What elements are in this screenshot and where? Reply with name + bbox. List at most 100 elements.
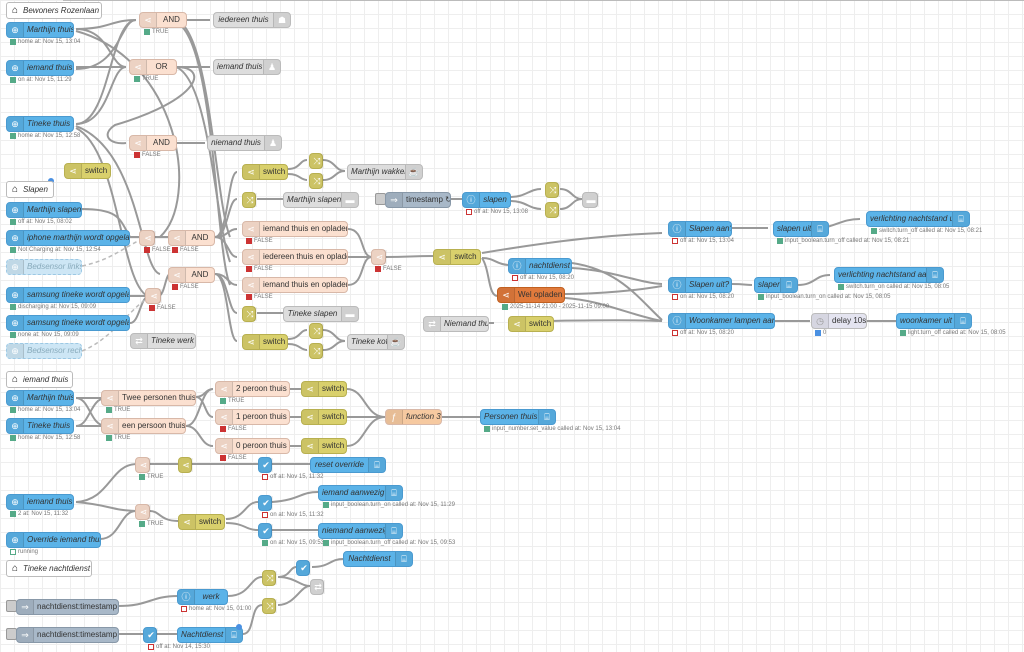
node-iemand-thuis[interactable]: ⊕ iemand thuis [6,60,74,76]
node-change[interactable]: ⤨ [309,323,324,339]
node-reset-override[interactable]: reset override ⌸ [310,457,386,473]
node-twee-personen[interactable]: ⋖ Twee personen thuis [101,390,196,406]
node-nachtdienst-timestamp[interactable]: ⇒ nachtdienst:timestamp ↻ [16,627,119,643]
node-marthijn-slapen-out[interactable]: Marthijn slapen ▬ [283,192,359,208]
node-switch[interactable]: ⋖ switch [301,409,347,425]
comment-slapen[interactable]: ⌂ Slapen [6,181,54,198]
node-switch[interactable]: ⋖ switch [242,164,288,180]
node-marthijn-wakker[interactable]: Marthijn wakker ☕ [347,164,423,180]
node-and-gate[interactable]: ⋖ AND [139,12,187,28]
node-gate[interactable]: ⋖ [145,288,162,304]
node-timestamp[interactable]: ⇒ timestamp ↻ [385,192,451,208]
node-and-gate[interactable]: ⋖ AND [168,230,215,246]
node-change[interactable]: ⤨ [262,570,277,586]
node-change[interactable]: ⤨ [242,306,257,322]
node-marthijn-thuis[interactable]: ⊕ Marthijn thuis [6,22,74,38]
node-nachtdienst-timestamp[interactable]: ⇒ nachtdienst:timestamp ↻ [16,599,119,615]
node-change[interactable]: ⤨ [309,343,324,359]
node-verlichting-uit[interactable]: verlichting nachtstand uit ⌸ [866,211,970,227]
node-slapen-uit-q[interactable]: ⓘ Slapen uit? [668,277,732,293]
node-change[interactable]: ⤨ [545,182,560,198]
node-niemand-thuis[interactable]: niemand thuis ♟ [207,135,282,151]
node-status: FALSE [246,238,273,244]
node-iemand-thuis-sensor[interactable]: ⊕ iemand thuis [6,494,74,510]
wire [75,28,127,68]
node-iedereen-thuis[interactable]: iedereen thuis ☗ [213,12,291,28]
node-gate[interactable]: ⋖ [135,457,151,473]
node-and-gate[interactable]: ⋖ AND [129,135,177,151]
node-change[interactable]: ⤨ [309,153,324,169]
node-nachtdienst-call[interactable]: Nachtdienst ⌸ [177,627,243,643]
node-switch[interactable]: ⋖ switch [301,438,347,454]
node-switch[interactable]: ⋖ switch [64,163,111,179]
node-slapen-aan[interactable]: ⓘ Slapen aan? [668,221,732,237]
node-marthijn-thuis[interactable]: ⊕ Marthijn thuis [6,390,74,406]
node-tineke-thuis[interactable]: ⊕ Tineke thuis [6,418,74,434]
node-switch[interactable]: ⋖ switch [301,381,347,397]
node-and-gate[interactable]: ⋖ AND [168,267,215,283]
node-woonkamer-uit[interactable]: woonkamer uit ⌸ [896,313,972,329]
node-bed-action[interactable]: ▬ [582,192,599,208]
node-change[interactable]: ⤨ [309,173,324,189]
node-nachtdienst-top[interactable]: Nachtdienst ⌸ [343,551,413,567]
node-iemand-thuis-out[interactable]: iemand thuis ♟ [213,59,281,75]
node-iemand-aanwezig[interactable]: iemand aanwezig ⌸ [318,485,403,501]
node-een-persoon[interactable]: ⋖ een persoon thuis [101,418,186,434]
comment-tineke-nachtdienst[interactable]: ⌂ Tineke nachtdienst [6,560,92,577]
node-check[interactable]: ✔ [258,457,273,473]
node-tineke-koffie[interactable]: Tineke koffie ☕ [347,334,405,350]
node-verlichting-aan[interactable]: verlichting nachtstand aan ⌸ [834,267,944,283]
node-check[interactable]: ✔ [258,495,273,511]
node-switch[interactable]: ⋖ switch [508,316,554,332]
node-function[interactable]: ƒ function 3 [385,409,442,425]
node-tineke-thuis[interactable]: ⊕ Tineke thuis [6,116,74,132]
node-2-personen[interactable]: ⋖ 2 peroon thuis [215,381,290,397]
node-woonkamer-lampen[interactable]: ⓘ Woonkamer lampen aan? [668,313,775,329]
node-wel-opladen[interactable]: ⋖ Wel opladen [497,287,565,303]
node-change[interactable]: ⤨ [242,192,257,208]
node-gate[interactable]: ⋖ [139,230,156,246]
comment-bewoners[interactable]: ⌂ Bewoners Rozenlaan [6,2,102,19]
node-iphone-opgeladen[interactable]: ⊕ iphone marthijn wordt opgeladen [6,230,130,246]
node-bedsensor-links[interactable]: ⊕ Bedsensor links [6,259,82,275]
node-check[interactable]: ✔ [143,627,158,643]
wire [287,159,308,170]
node-niemand-thuis-link[interactable]: ⇄ Niemand thuis [423,316,489,332]
node-iemand-thuis-en-opladen[interactable]: ⋖ iemand thuis en opladen [242,221,348,237]
node-werk[interactable]: ⓘ werk [177,589,228,605]
node-tineke-slapen[interactable]: Tineke slapen ▬ [283,306,359,322]
node-0-personen[interactable]: ⋖ 0 peroon thuis [215,438,290,454]
node-slapen[interactable]: ⓘ slapen [462,192,511,208]
check-icon: ✔ [259,458,273,472]
node-samsung-opgeladen[interactable]: ⊕ samsung tineke wordt opgeladen [6,287,130,303]
node-nachtdienst[interactable]: ⓘ nachtdienst [508,258,572,274]
node-delay[interactable]: ◷ delay 10s [811,313,867,329]
switch-icon: ⋖ [509,317,526,331]
node-check[interactable]: ✔ [258,523,273,539]
node-switch[interactable]: ⋖ switch [242,334,288,350]
node-1-persoon[interactable]: ⋖ 1 peroon thuis [215,409,290,425]
node-marthijn-slapen[interactable]: ⊕ Marthijn slapen [6,202,82,218]
node-gate[interactable]: ⋖ [135,504,151,520]
node-override[interactable]: ⊕ Override iemand thuis [6,532,101,548]
node-tineke-werk[interactable]: ⇄ Tineke werk [130,333,196,349]
node-link-out[interactable]: ⇄ [310,579,325,595]
node-iedereen-thuis-en-opladen[interactable]: ⋖ iedereen thuis en opladen [242,249,348,265]
node-or-gate[interactable]: ⋖ OR [129,59,177,75]
node-bedsensor-rechts[interactable]: ⊕ Bedsensor rechts [6,343,82,359]
comment-iemand-thuis[interactable]: ⌂ iemand thuis [6,371,73,388]
node-check[interactable]: ✔ [296,560,311,576]
node-change[interactable]: ⤨ [545,202,560,218]
node-slapen-call[interactable]: slapen ⌸ [754,277,798,293]
node-iemand-thuis-en-opladen[interactable]: ⋖ iemand thuis en opladen [242,277,348,293]
node-niemand-aanwezig[interactable]: niemand aanwezig ⌸ [318,523,403,539]
node-slapen-uit[interactable]: slapen uit ⌸ [773,221,829,237]
node-switch[interactable]: ⋖ switch [433,249,481,265]
node-samsung-opgeladen[interactable]: ⊕ samsung tineke wordt opgeladen [6,315,130,331]
node-personen-thuis[interactable]: Personen thuis ⌸ [480,409,556,425]
node-switch[interactable]: ⋖ [178,457,193,473]
node-switch[interactable]: ⋖ switch [178,514,225,530]
node-change[interactable]: ⤨ [262,598,277,614]
node-gate[interactable]: ⋖ [371,249,387,265]
node-status: 0 [815,330,826,336]
